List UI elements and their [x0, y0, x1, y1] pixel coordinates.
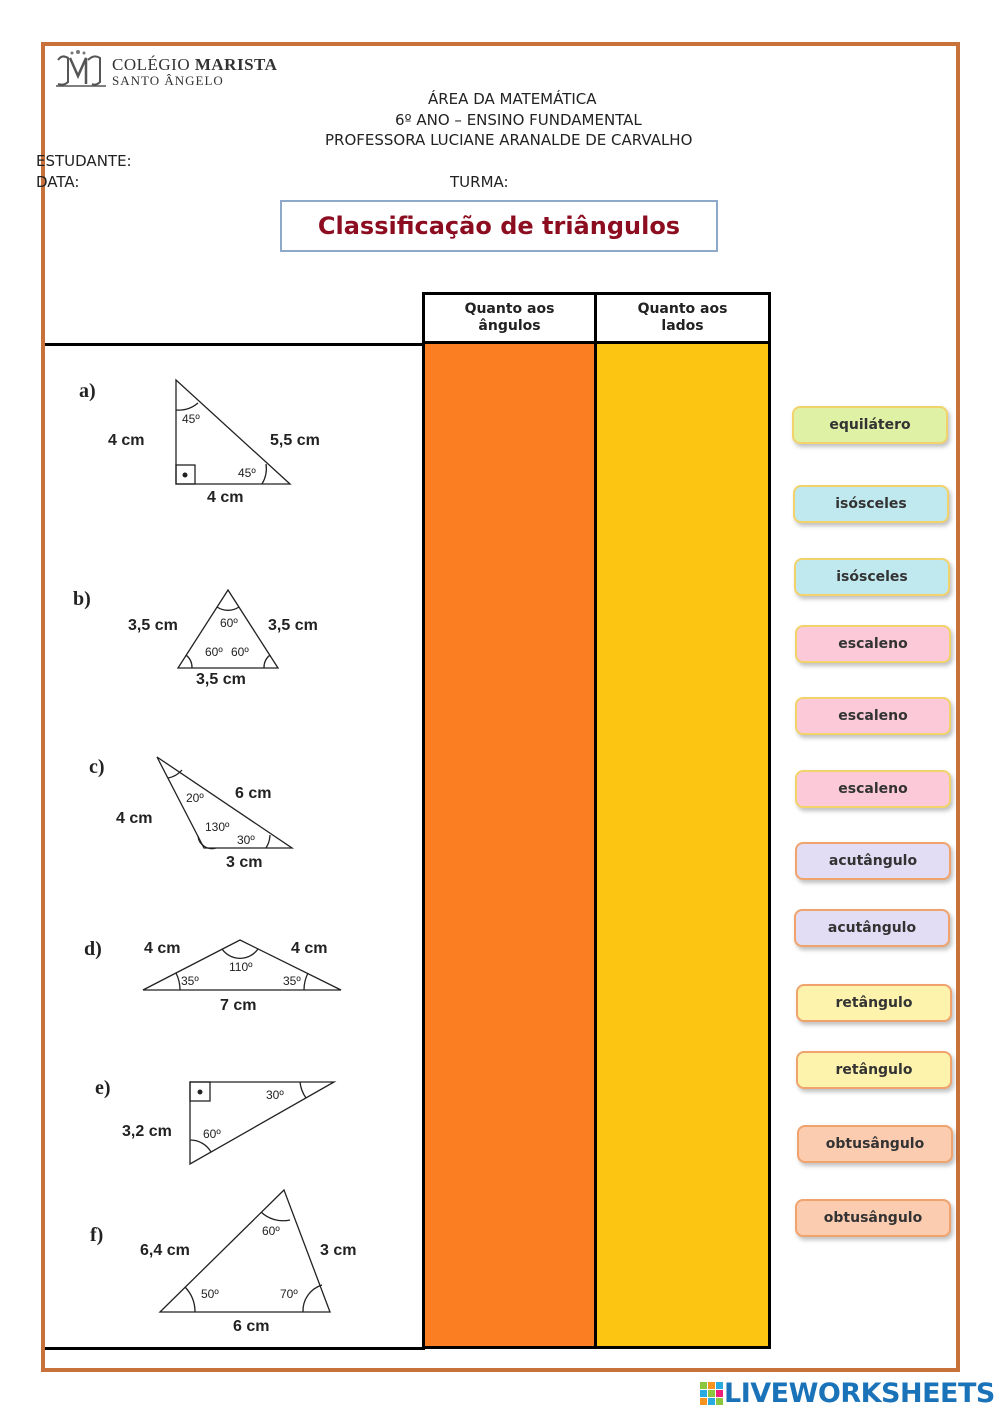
chip-escaleno-2[interactable]: escaleno — [795, 697, 951, 735]
angle-c-mid: 130º — [205, 820, 230, 834]
triangle-d — [142, 939, 342, 991]
angle-f-right: 70º — [280, 1287, 298, 1301]
col2-line1: Quanto aos — [637, 301, 728, 317]
angle-c-right: 30º — [237, 833, 255, 847]
header-area: ÁREA DA MATEMÁTICA — [428, 90, 597, 108]
chip-label: acutângulo — [828, 853, 918, 869]
table-bottom-line — [45, 1347, 425, 1350]
triangle-b — [176, 588, 280, 669]
liveworksheets-text: LIVEWORKSHEETS — [724, 1378, 995, 1409]
angle-f-left: 50º — [201, 1287, 219, 1301]
angle-f-top: 60º — [262, 1224, 280, 1238]
chip-label: equilátero — [829, 417, 911, 433]
label-f-right: 3 cm — [320, 1242, 356, 1259]
label-a-bottom: 4 cm — [207, 489, 243, 506]
right-angle-mark-a — [175, 464, 196, 485]
label-d-right: 4 cm — [291, 940, 327, 957]
chip-label: escaleno — [838, 781, 908, 797]
angle-d-top: 110º — [229, 960, 253, 974]
label-c-left: 4 cm — [116, 810, 152, 827]
class-label: TURMA: — [450, 173, 509, 191]
dot-a — [182, 472, 188, 478]
header-grade: 6º ANO – ENSINO FUNDAMENTAL — [395, 111, 642, 129]
angle-a-top: 45º — [182, 412, 200, 426]
label-a-left: 4 cm — [108, 432, 144, 449]
chip-isosceles-2[interactable]: isósceles — [794, 558, 950, 596]
liveworksheets-logo-icon — [700, 1381, 723, 1405]
student-label: ESTUDANTE: — [36, 152, 132, 170]
chip-obtusangulo-1[interactable]: obtusângulo — [797, 1125, 953, 1163]
angle-b-left: 60º — [205, 645, 223, 659]
chip-acutangulo-1[interactable]: acutângulo — [795, 842, 951, 880]
label-e-letter: e) — [95, 1077, 111, 1099]
label-b-left: 3,5 cm — [128, 617, 178, 634]
chip-label: escaleno — [838, 708, 908, 724]
angle-e-right: 30º — [266, 1088, 284, 1102]
col1-line2: ângulos — [478, 318, 541, 334]
table-top-line — [45, 343, 425, 346]
chip-equilatero[interactable]: equilátero — [792, 406, 948, 444]
chip-escaleno-1[interactable]: escaleno — [795, 625, 951, 663]
chip-escaleno-3[interactable]: escaleno — [795, 770, 951, 808]
chip-acutangulo-2[interactable]: acutângulo — [794, 909, 950, 947]
school-name-part1: COLÉGIO — [112, 55, 195, 74]
chip-label: retângulo — [835, 995, 913, 1011]
label-b-right: 3,5 cm — [268, 617, 318, 634]
header-teacher: PROFESSORA LUCIANE ARANALDE DE CARVALHO — [325, 131, 693, 149]
chip-label: obtusângulo — [823, 1210, 923, 1226]
label-d-letter: d) — [84, 938, 102, 960]
chip-retangulo-1[interactable]: retângulo — [796, 984, 952, 1022]
page-frame — [41, 42, 960, 1372]
angle-d-right: 35º — [283, 974, 301, 988]
angle-a-right: 45º — [238, 466, 256, 480]
label-f-letter: f) — [90, 1224, 103, 1246]
dot-e — [197, 1089, 203, 1095]
label-e-left: 3,2 cm — [122, 1123, 172, 1140]
school-name: COLÉGIO MARISTA SANTO ÂNGELO — [112, 55, 277, 89]
label-f-bottom: 6 cm — [233, 1318, 269, 1335]
label-a-hyp: 5,5 cm — [270, 432, 320, 449]
triangle-c — [156, 756, 295, 849]
chip-retangulo-2[interactable]: retângulo — [796, 1051, 952, 1089]
chip-obtusangulo-2[interactable]: obtusângulo — [795, 1199, 951, 1237]
chip-label: escaleno — [838, 636, 908, 652]
chip-label: isósceles — [836, 569, 908, 585]
worksheet-title: Classificação de triângulos — [280, 200, 718, 252]
school-name-part2: MARISTA — [194, 55, 278, 74]
right-angle-mark-e — [189, 1081, 211, 1102]
label-a-letter: a) — [79, 380, 96, 402]
school-subtitle: SANTO ÂNGELO — [112, 73, 224, 88]
triangle-a — [175, 378, 292, 485]
angle-c-top: 20º — [186, 791, 204, 805]
label-d-left: 4 cm — [144, 940, 180, 957]
label-c-right: 6 cm — [235, 785, 271, 802]
angle-d-left: 35º — [181, 974, 199, 988]
chip-label: retângulo — [835, 1062, 913, 1078]
angle-e-bottom: 60º — [203, 1127, 221, 1141]
label-d-bottom: 7 cm — [220, 997, 256, 1014]
label-b-bottom: 3,5 cm — [196, 671, 246, 688]
answer-column-sides[interactable] — [594, 344, 771, 1349]
label-f-left: 6,4 cm — [140, 1242, 190, 1259]
angle-b-top: 60º — [220, 616, 238, 630]
chip-label: isósceles — [835, 496, 907, 512]
liveworksheets-brand: LIVEWORKSHEETS — [700, 1378, 995, 1409]
chip-label: obtusângulo — [825, 1136, 925, 1152]
triangle-f — [158, 1188, 331, 1313]
triangle-e — [189, 1081, 337, 1166]
chip-label: acutângulo — [827, 920, 917, 936]
col2-line2: lados — [661, 318, 704, 334]
angle-b-right: 60º — [231, 645, 249, 659]
date-label: DATA: — [36, 173, 80, 191]
label-c-bottom: 3 cm — [226, 854, 262, 871]
chip-isosceles-1[interactable]: isósceles — [793, 485, 949, 523]
col1-line1: Quanto aos — [464, 301, 555, 317]
label-c-letter: c) — [89, 756, 105, 778]
marist-logo-icon — [56, 50, 106, 87]
label-b-letter: b) — [73, 588, 91, 610]
